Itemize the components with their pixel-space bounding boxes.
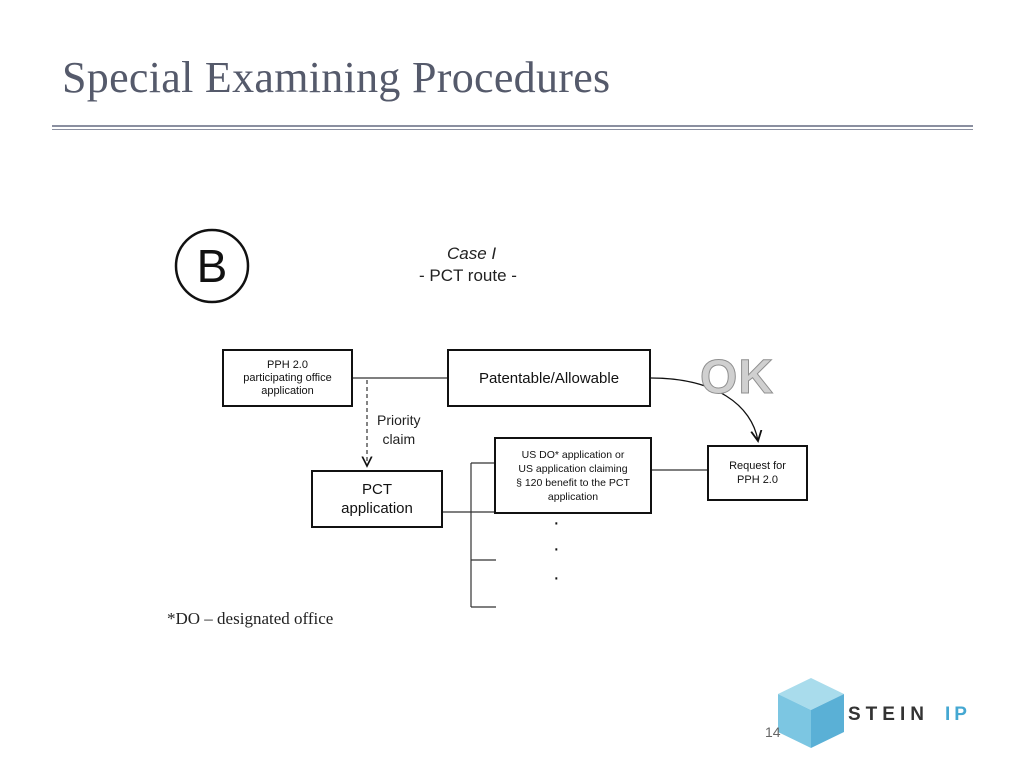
request-line-2: PPH 2.0 [737, 474, 778, 486]
us-do-line-2: US application claiming [518, 462, 628, 475]
ok-arrow [650, 377, 758, 441]
case-title: Case I [447, 244, 497, 263]
cube-left-face [778, 694, 811, 748]
ellipsis-dot-1: · [553, 512, 560, 534]
request-pph-box: Request for PPH 2.0 [707, 445, 808, 501]
logo-ip-word: IP [945, 704, 971, 725]
footnote: *DO – designated office [167, 609, 334, 628]
us-do-application-box: US DO* application or US application cla… [494, 437, 652, 514]
us-do-line-4: application [547, 490, 599, 503]
pct-line-1: PCT [362, 481, 392, 498]
ellipsis-dot-2: · [553, 538, 560, 560]
slide-title: Special Examining Procedures [62, 53, 611, 102]
pph-office-line-2: participating office [243, 371, 332, 384]
pph-office-line-1: PPH 2.0 [267, 358, 308, 371]
us-do-line-1: US DO* application or [521, 448, 625, 461]
title-divider-top [52, 125, 973, 127]
pph-office-application-box: PPH 2.0 participating office application [222, 349, 353, 407]
request-line-1: Request for [729, 460, 786, 472]
pct-application-box: PCT application [311, 470, 443, 528]
ok-label: OK [700, 351, 774, 405]
priority-claim-label: Priority claim [377, 411, 421, 449]
pph-office-line-3: application [261, 384, 314, 397]
ellipsis-dot-3: · [553, 567, 560, 589]
circle-b-badge [174, 228, 250, 304]
circle-b-label: B [196, 240, 228, 292]
title-divider-bottom [52, 129, 973, 130]
us-do-line-3: § 120 benefit to the PCT [516, 476, 630, 489]
patentable-allowable-box: Patentable/Allowable [447, 349, 651, 407]
page-number: 14 [765, 724, 781, 740]
cube-right-face [811, 694, 844, 748]
priority-line-1: Priority [377, 412, 421, 428]
priority-line-2: claim [382, 431, 416, 447]
pct-line-2: application [341, 500, 413, 517]
stein-ip-logo-cube-icon [778, 678, 844, 748]
patentable-label: Patentable/Allowable [478, 369, 620, 387]
case-subtitle: - PCT route - [419, 266, 517, 285]
logo-name-word: STEIN [848, 704, 929, 725]
